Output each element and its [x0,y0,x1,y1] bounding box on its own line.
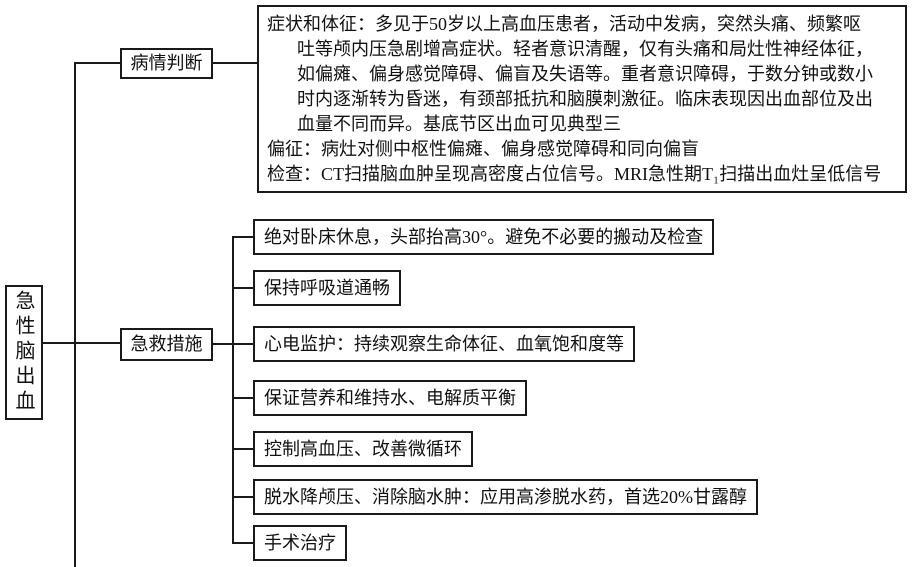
condition-text-line: 血量不同而异。基底节区出血可见典型三 [297,114,621,134]
root-connector [42,342,121,344]
measures-spine-line [232,236,234,544]
branch-node-emergency-measures: 急救措施 [120,328,213,361]
measure-stub-3 [232,343,254,345]
measure-stub-4 [232,397,254,399]
condition-text-line: 偏征：病灶对侧中枢性偏瘫、偏身感觉障碍和同向偏盲 [267,139,699,159]
measure-node-airway: 保持呼吸道通畅 [253,270,401,306]
measure-stub-2 [232,287,254,289]
measure-node-nutrition-fluids: 保证营养和维持水、电解质平衡 [253,380,527,416]
root-node-acute-cerebral-hemorrhage: 急性脑出血 [5,285,43,420]
condition-text-line: 吐等颅内压急剧增高症状。轻者意识清醒，仅有头痛和局灶性神经体征， [297,39,873,59]
measure-node-blood-pressure: 控制高血压、改善微循环 [253,431,473,467]
measure-node-surgery: 手术治疗 [253,525,347,561]
condition-text-line: 症状和体征：多见于50岁以上高血压患者，活动中发病，突然头痛、频繁呕 [267,14,861,34]
condition-description-box: 症状和体征：多见于50岁以上高血压患者，活动中发病，突然头痛、频繁呕 吐等颅内压… [257,5,907,193]
condition-text-line: 检查：CT扫描脑血肿呈现高密度占位信号。MRI急性期T₁扫描出血灶呈低信号 [267,164,882,184]
measure-node-dehydration: 脱水降颅压、消除脑水肿：应用高渗脱水药，首选20%甘露醇 [253,479,758,515]
measure-stub-7 [232,542,254,544]
branch2-right-connector [211,343,233,345]
branch1-right-connector [211,62,258,64]
branch-node-condition-assessment: 病情判断 [120,48,213,79]
measure-node-bed-rest: 绝对卧床休息，头部抬高30°。避免不必要的搬动及检查 [253,219,715,255]
measure-stub-1 [232,236,254,238]
trunk-line [74,62,76,567]
measure-stub-6 [232,496,254,498]
condition-text-line: 时内逐渐转为昏迷，有颈部抵抗和脑膜刺激征。临床表现因出血部位及出 [297,89,873,109]
measure-node-ecg-monitoring: 心电监护：持续观察生命体征、血氧饱和度等 [253,326,635,362]
condition-text-line: 如偏瘫、偏身感觉障碍、偏盲及失语等。重者意识障碍，于数分钟或数小 [297,64,873,84]
branch1-left-connector [74,62,121,64]
measure-stub-5 [232,448,254,450]
